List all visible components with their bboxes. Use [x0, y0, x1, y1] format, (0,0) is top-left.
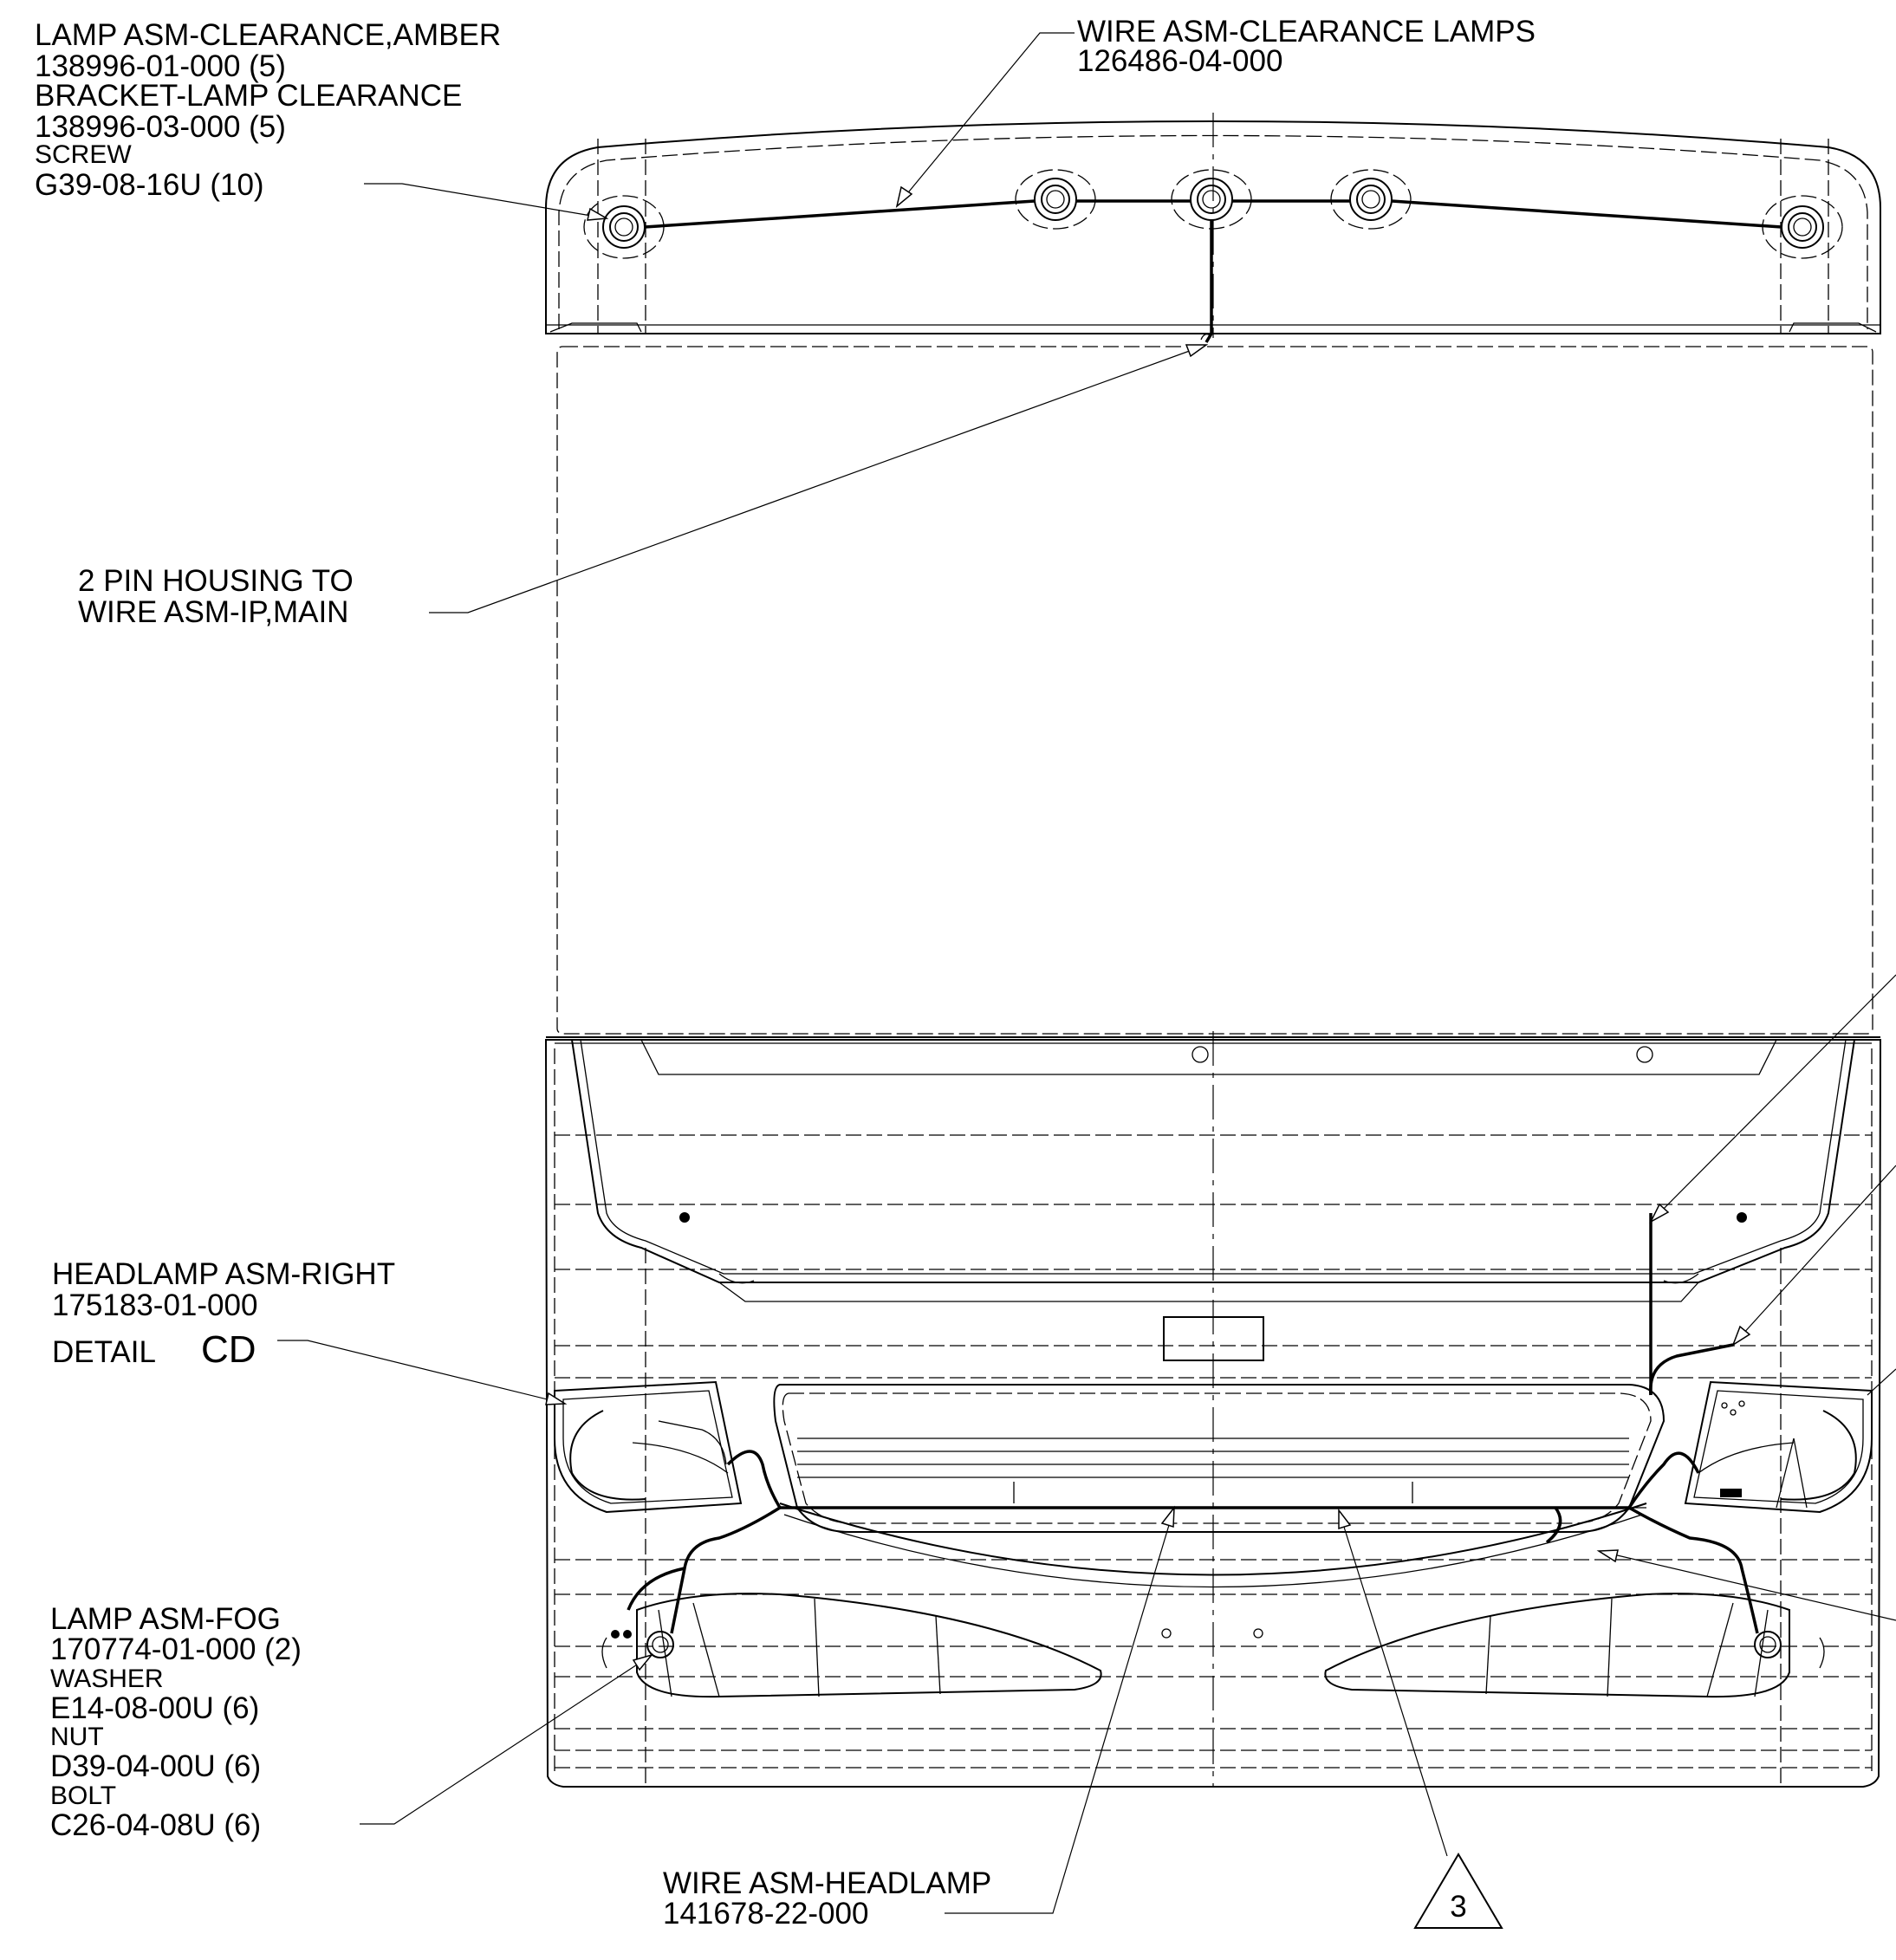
fog-lamp-left — [611, 1593, 1102, 1698]
callout-fog-lamp-line3: WASHER — [50, 1665, 164, 1693]
callout-fog-lamp-line5: NUT — [50, 1723, 104, 1751]
callout-headlamp-right-detail-prefix: DETAIL — [52, 1335, 156, 1369]
callout-headlamp-right-line1: HEADLAMP ASM-RIGHT — [52, 1257, 395, 1291]
headlamp-left — [554, 1380, 743, 1514]
front-cab — [545, 1031, 1881, 1788]
callout-pin-housing: 2 PIN HOUSING TO WIRE ASM-IP,MAIN — [78, 564, 354, 629]
callout-wire-headlamp-line1: WIRE ASM-HEADLAMP — [663, 1866, 991, 1900]
callout-wire-headlamp: WIRE ASM-HEADLAMP 141678-22-000 — [663, 1866, 991, 1931]
windshield — [556, 346, 1873, 1035]
callout-headlamp-right-line2: 175183-01-000 — [52, 1288, 257, 1322]
note-flag-3: 3 — [1413, 1853, 1503, 1929]
callout-fog-lamp-line4: E14-08-00U (6) — [50, 1691, 259, 1725]
callout-pin-housing-line1: 2 PIN HOUSING TO — [78, 564, 354, 598]
headlamp-wire — [601, 1213, 1825, 1669]
callout-clearance-lamp-line4: 138996-03-000 (5) — [35, 110, 286, 144]
note-flag-number: 3 — [1450, 1890, 1466, 1924]
clearance-lamp-2 — [1015, 169, 1096, 230]
roof-cap — [545, 113, 1881, 338]
callout-fog-lamp: LAMP ASM-FOG 170774-01-000 (2) WASHER E1… — [50, 1602, 302, 1842]
callout-clearance-lamp-line1: LAMP ASM-CLEARANCE,AMBER — [35, 18, 501, 52]
callout-wire-headlamp-line2: 141678-22-000 — [663, 1897, 868, 1931]
callout-fog-lamp-line1: LAMP ASM-FOG — [50, 1602, 281, 1636]
callout-wire-clearance-line1: WIRE ASM-CLEARANCE LAMPS — [1077, 15, 1536, 49]
leader-lines — [277, 32, 1896, 1914]
callout-pin-housing-line2: WIRE ASM-IP,MAIN — [78, 595, 348, 629]
headlamp-right — [1684, 1380, 1873, 1514]
callout-wire-clearance-line2: 126486-04-000 — [1077, 44, 1282, 78]
callout-clearance-lamp-line6: G39-08-16U (10) — [35, 168, 264, 202]
callout-clearance-lamp-line2: 138996-01-000 (5) — [35, 49, 286, 83]
callout-clearance-lamp: LAMP ASM-CLEARANCE,AMBER 138996-01-000 (… — [35, 18, 501, 202]
callout-fog-lamp-line7: BOLT — [50, 1782, 116, 1810]
clearance-lamp-3 — [1171, 169, 1252, 230]
clearance-lamp-4 — [1330, 169, 1412, 230]
callout-fog-lamp-line6: D39-04-00U (6) — [50, 1749, 261, 1783]
callout-fog-lamp-line8: C26-04-08U (6) — [50, 1808, 261, 1842]
clearance-wire — [644, 199, 1782, 343]
callout-headlamp-right: HEADLAMP ASM-RIGHT 175183-01-000 DETAIL … — [52, 1257, 395, 1371]
callout-clearance-lamp-line5: SCREW — [35, 140, 132, 169]
callout-headlamp-right-detail-id: CD — [201, 1328, 256, 1371]
fog-lamp-right — [1324, 1593, 1790, 1698]
callout-clearance-lamp-line3: BRACKET-LAMP CLEARANCE — [35, 79, 462, 113]
callout-fog-lamp-line2: 170774-01-000 (2) — [50, 1632, 302, 1666]
callout-wire-clearance: WIRE ASM-CLEARANCE LAMPS 126486-04-000 — [1077, 15, 1536, 78]
